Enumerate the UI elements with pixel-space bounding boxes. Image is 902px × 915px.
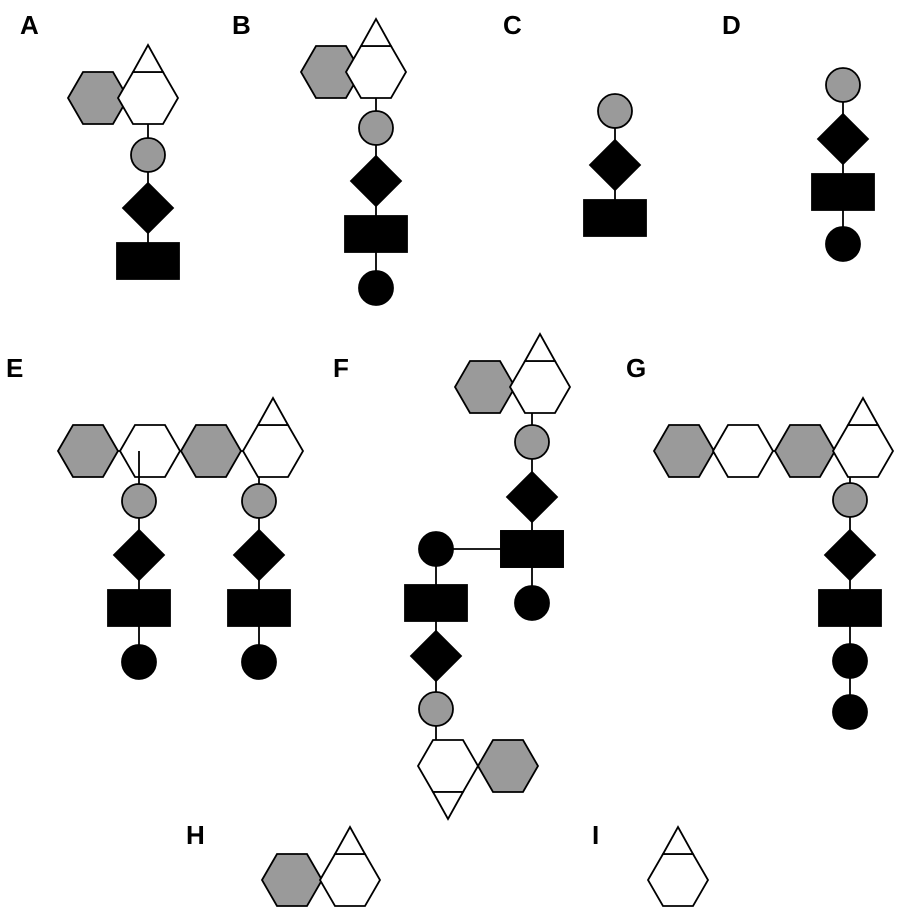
black-diamond	[816, 112, 870, 166]
black-circle	[241, 644, 277, 680]
black-rectangle	[404, 584, 468, 622]
black-rectangle	[500, 530, 564, 568]
black-diamond	[121, 181, 175, 235]
panel-label-b: B	[232, 10, 251, 40]
gray-circle	[514, 424, 550, 460]
black-diamond	[349, 154, 403, 208]
triangle-cap	[431, 791, 465, 821]
panel-label-g: G	[626, 353, 647, 383]
gray-circle	[121, 483, 157, 519]
panel-label-c: C	[503, 10, 522, 40]
gray-circle	[418, 691, 454, 727]
hexagon-with-triangle	[646, 853, 710, 907]
black-circle	[832, 643, 868, 679]
triangle-cap	[846, 396, 880, 426]
triangle-cap	[131, 43, 165, 73]
panel-label-i: I	[592, 820, 600, 850]
gray-hexagon	[773, 424, 837, 478]
gray-hexagon	[56, 424, 120, 478]
triangle-cap	[661, 825, 695, 855]
black-diamond	[505, 470, 559, 524]
hexagon-with-triangle	[508, 360, 572, 414]
black-circle	[418, 531, 454, 567]
black-circle	[825, 226, 861, 262]
gray-circle	[832, 482, 868, 518]
white-hexagon	[711, 424, 775, 478]
gray-hexagon	[453, 360, 517, 414]
gray-circle	[825, 67, 861, 103]
black-diamond	[588, 138, 642, 192]
gray-hexagon	[652, 424, 716, 478]
triangle-cap	[333, 825, 367, 855]
hexagon-with-triangle	[116, 71, 180, 125]
panel-label-a: A	[20, 10, 39, 40]
triangle-cap	[256, 396, 290, 426]
hexagon-with-triangle	[416, 739, 480, 793]
black-circle	[832, 694, 868, 730]
panel-label-h: H	[186, 820, 205, 850]
black-rectangle	[107, 589, 171, 627]
gray-hexagon	[179, 424, 243, 478]
black-circle	[514, 585, 550, 621]
gray-hexagon	[260, 853, 324, 907]
black-circle	[358, 270, 394, 306]
panel-label-d: D	[722, 10, 741, 40]
black-rectangle	[116, 242, 180, 280]
black-rectangle	[811, 173, 875, 211]
gray-circle	[241, 483, 277, 519]
gray-circle	[130, 137, 166, 173]
white-hexagon	[118, 424, 182, 478]
black-diamond	[823, 528, 877, 582]
triangle-cap	[359, 17, 393, 47]
black-circle	[121, 644, 157, 680]
black-rectangle	[818, 589, 882, 627]
hexagon-with-triangle	[831, 424, 895, 478]
hexagon-with-triangle	[241, 424, 305, 478]
black-diamond	[232, 528, 286, 582]
panel-label-f: F	[333, 353, 349, 383]
gray-circle	[597, 93, 633, 129]
gray-circle	[358, 110, 394, 146]
panel-label-e: E	[6, 353, 24, 383]
gray-hexagon	[476, 739, 540, 793]
black-rectangle	[227, 589, 291, 627]
hexagon-with-triangle	[318, 853, 382, 907]
black-rectangle	[344, 215, 408, 253]
hexagon-with-triangle	[344, 45, 408, 99]
black-diamond	[409, 629, 463, 683]
triangle-cap	[523, 332, 557, 362]
black-rectangle	[583, 199, 647, 237]
black-diamond	[112, 528, 166, 582]
